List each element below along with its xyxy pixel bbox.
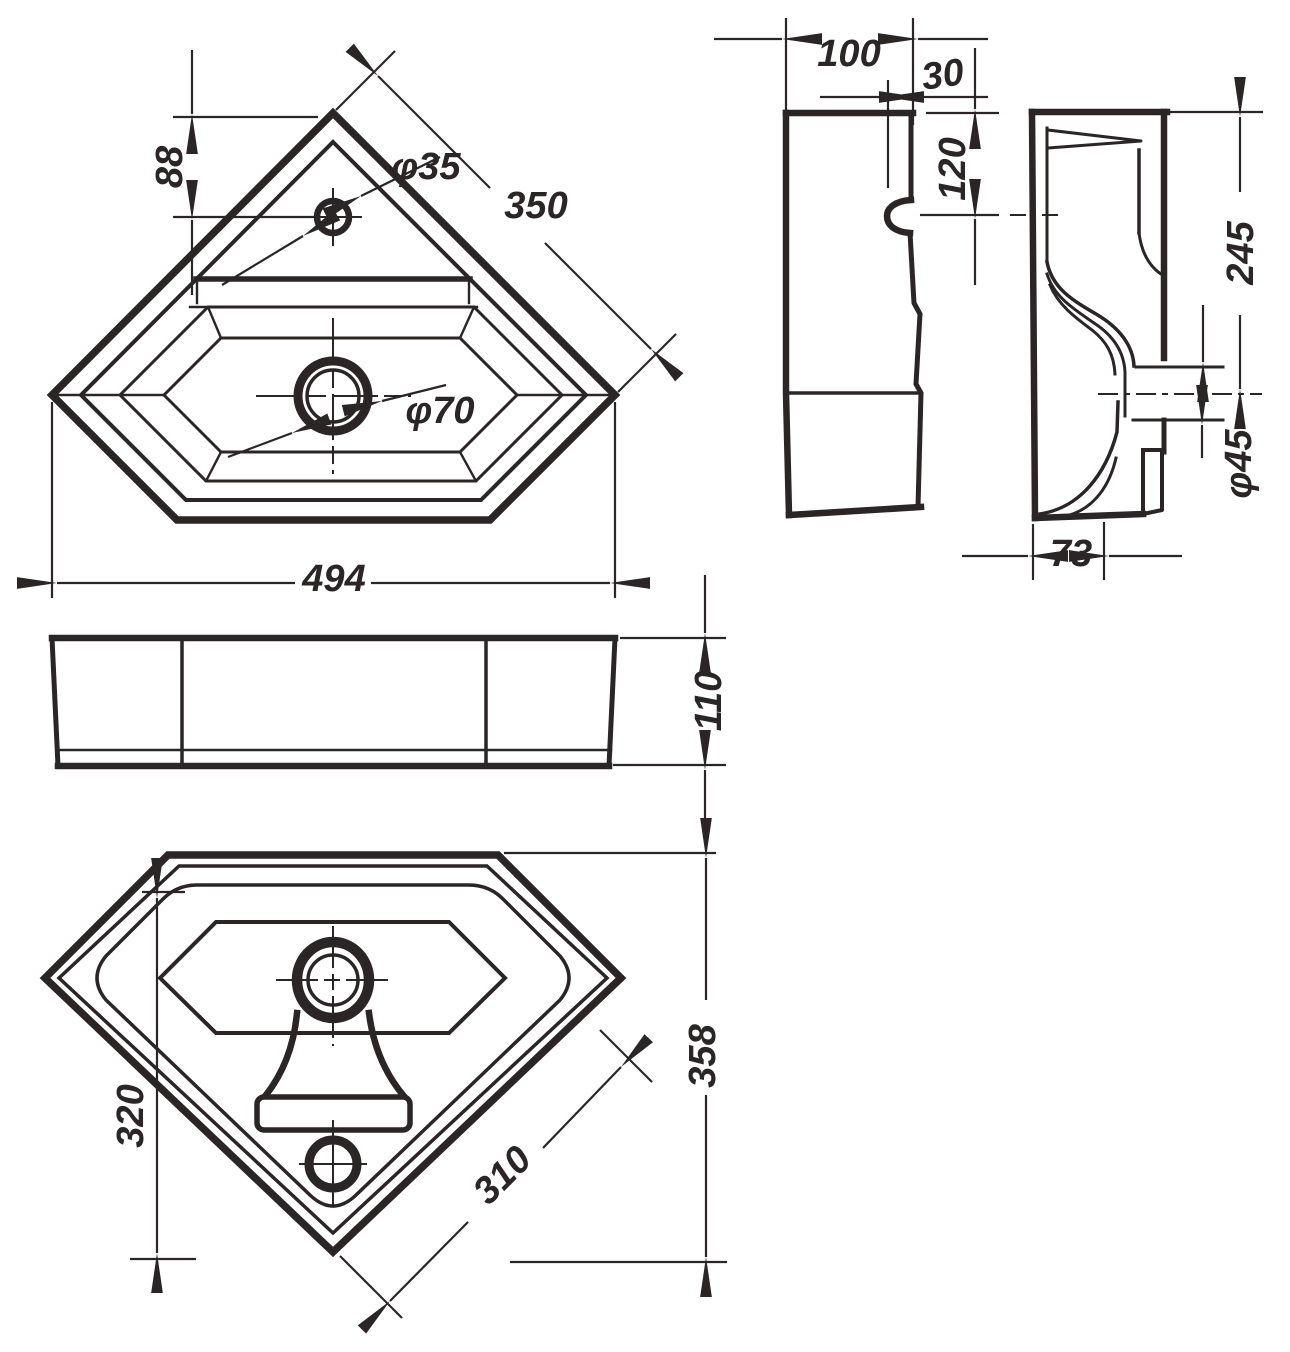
label-120: 120 xyxy=(932,137,974,200)
section-bottom-edge xyxy=(1031,510,1147,522)
label-phi35: φ35 xyxy=(391,146,461,188)
phi35-leader-lower xyxy=(221,210,341,286)
label-320: 320 xyxy=(110,1084,152,1147)
plan-view xyxy=(17,43,684,598)
plan-chamfer-tr xyxy=(458,305,476,340)
profile-faucet-hook xyxy=(883,196,915,237)
profile-left-edge xyxy=(782,109,793,519)
phi70-leader-right xyxy=(341,383,447,417)
bottom-rounded-outline xyxy=(95,883,571,1208)
label-100: 100 xyxy=(817,33,880,75)
phi70-leader-lower xyxy=(227,413,332,459)
label-73: 73 xyxy=(1050,533,1092,575)
section-left-edge xyxy=(1028,108,1039,522)
label-245: 245 xyxy=(1220,220,1262,285)
label-494: 494 xyxy=(301,558,365,600)
phi35-leader-upper xyxy=(322,156,441,219)
front-view xyxy=(48,575,726,828)
section-mounting-lug xyxy=(1141,448,1164,516)
label-phi70: φ70 xyxy=(405,390,474,432)
label-358: 358 xyxy=(682,1023,724,1087)
label-310: 310 xyxy=(465,1138,540,1213)
section-underbowl-2 xyxy=(1064,456,1118,518)
bottom-bell-right xyxy=(365,1009,408,1100)
front-left-edge xyxy=(49,635,61,769)
plan-chamfer-br xyxy=(458,450,478,483)
dimension-labels: 88 350 φ35 φ70 494 100 30 120 245 φ45 73… xyxy=(110,33,1262,1213)
bottom-outer-outline xyxy=(39,851,627,1258)
dim350-ext-lower xyxy=(617,333,677,393)
section-view xyxy=(962,77,1263,580)
dim350-arrow-lower xyxy=(544,242,684,382)
dim310-ext-upper xyxy=(599,1029,653,1083)
section-rim-wedge xyxy=(1046,128,1143,150)
label-88: 88 xyxy=(149,145,191,188)
plan-basin-rim xyxy=(117,305,565,483)
bottom-view xyxy=(39,818,727,1334)
front-right-edge xyxy=(606,635,618,769)
bottom-second-outline xyxy=(56,864,610,1236)
bottom-bell-left xyxy=(261,1009,301,1100)
section-bowl-curve-1 xyxy=(1044,259,1136,368)
dim310-ext-lower xyxy=(339,1255,403,1319)
section-bowl-curve-2 xyxy=(1045,272,1127,418)
profile-bottom-edge xyxy=(785,503,925,519)
bottom-basin-hexagon xyxy=(157,920,508,1035)
label-30: 30 xyxy=(919,51,967,98)
section-bowl-curve-3 xyxy=(1048,283,1117,376)
label-350: 350 xyxy=(504,185,567,227)
label-110: 110 xyxy=(688,671,730,732)
dim350-ext-upper xyxy=(335,50,396,111)
section-inner-right-curve xyxy=(1137,231,1167,279)
dim350-arrow-upper xyxy=(345,43,491,189)
dim310-arrow-upper xyxy=(542,1034,653,1149)
section-underbowl-1 xyxy=(1038,400,1120,516)
plan-chamfer-tl xyxy=(206,305,223,340)
plan-chamfer-bl xyxy=(204,450,223,483)
plan-second-outline xyxy=(78,139,589,502)
profile-right-lower xyxy=(907,230,924,510)
dim310-arrow-lower xyxy=(357,1221,469,1334)
plan-outer-outline xyxy=(46,107,621,524)
side-profile-view xyxy=(714,18,999,519)
label-phi45: φ45 xyxy=(1218,429,1260,499)
